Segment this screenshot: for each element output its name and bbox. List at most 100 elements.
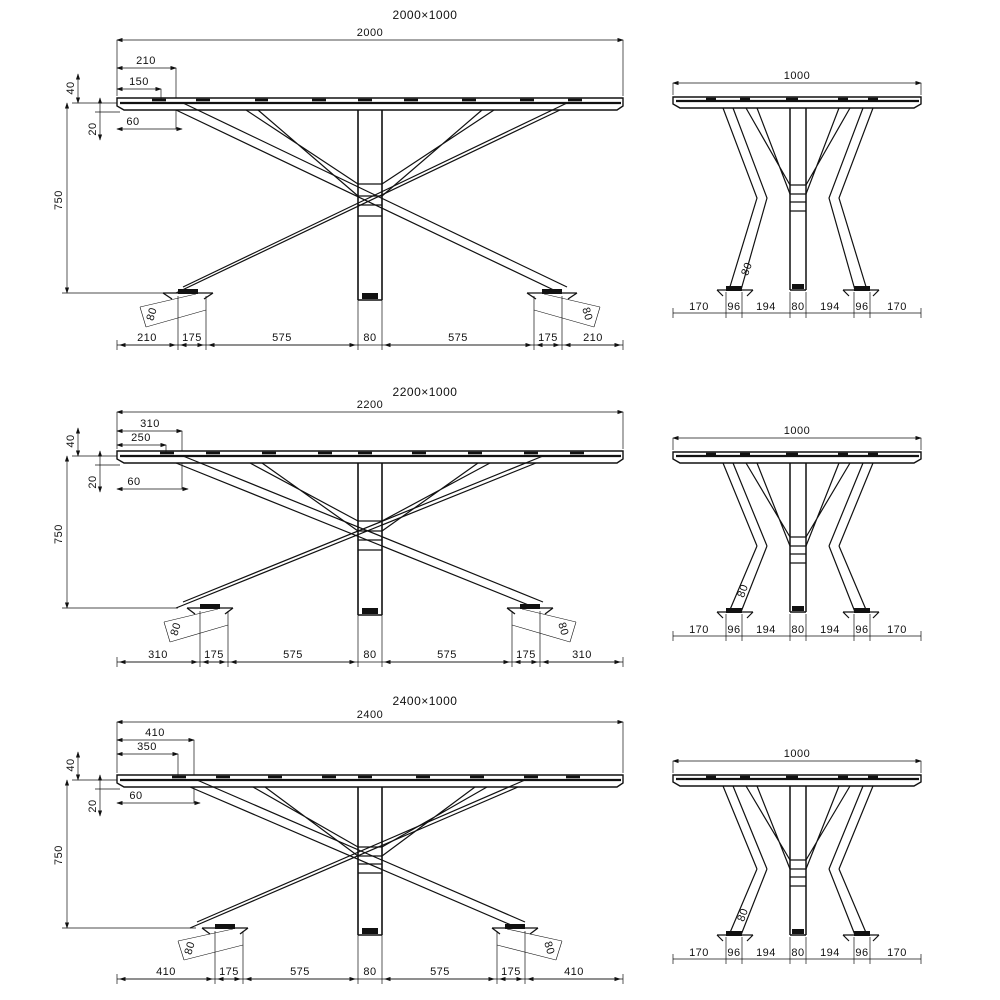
dim-chain-val: 80 <box>791 301 804 313</box>
leg-section-callout-right <box>496 928 563 961</box>
dim-overall-length-2400 <box>116 719 624 773</box>
dim-chain-val: 80 <box>363 966 376 978</box>
dim-chain-val: 96 <box>855 301 868 313</box>
dim-label-overall-width: 1000 <box>784 425 810 437</box>
dim-label-overall-length: 2200 <box>357 399 383 411</box>
dim-chain-bottom-2000 <box>116 296 624 350</box>
dim-chain-val: 410 <box>156 966 176 978</box>
dim-chain-val: 175 <box>219 966 239 978</box>
dim-height-750 <box>62 779 196 929</box>
block-title: 2400×1000 <box>393 694 458 708</box>
dim-chain-val: 170 <box>887 947 907 959</box>
front-elevation-2200 <box>116 450 624 616</box>
dim-label-side-leg-80: 80 <box>739 261 755 278</box>
dim-chain-val: 80 <box>791 947 804 959</box>
dim-label-750: 750 <box>53 845 65 865</box>
dim-chain-val: 310 <box>572 649 592 661</box>
dim-chain-val: 575 <box>437 649 457 661</box>
dim-label-750: 750 <box>53 524 65 544</box>
dim-label-60: 60 <box>126 116 139 128</box>
dim-overall-width-2000 <box>672 80 922 95</box>
dim-20 <box>95 774 120 817</box>
dim-40 <box>72 751 117 781</box>
leg-section-callout-left <box>139 293 207 328</box>
dim-label-350: 350 <box>137 741 157 753</box>
dim-chain-val: 175 <box>204 649 224 661</box>
dim-410-top <box>116 737 195 775</box>
dim-150-top <box>116 86 162 100</box>
dim-chain-val: 575 <box>430 966 450 978</box>
dim-label-410: 410 <box>145 727 165 739</box>
dim-20 <box>95 97 120 141</box>
dim-chain-val: 80 <box>363 332 376 344</box>
dim-label-leg-80-right: 80 <box>555 621 570 637</box>
dim-overall-width-2200 <box>672 435 922 450</box>
dim-chain-val: 194 <box>756 301 776 313</box>
dim-chain-val: 194 <box>756 624 776 636</box>
dim-chain-val: 175 <box>538 332 558 344</box>
dim-chain-val: 194 <box>820 624 840 636</box>
dim-label-overall-width: 1000 <box>784 70 810 82</box>
dim-20 <box>95 450 120 493</box>
dim-40 <box>72 427 117 457</box>
dim-chain-val: 170 <box>689 301 709 313</box>
dim-label-40: 40 <box>65 81 77 94</box>
dim-label-20: 20 <box>87 799 99 812</box>
dim-chain-val: 170 <box>887 624 907 636</box>
dim-label-750: 750 <box>53 190 65 210</box>
dim-overall-width-2400 <box>672 758 922 773</box>
dim-label-150: 150 <box>129 76 149 88</box>
dim-label-310: 310 <box>140 418 160 430</box>
dim-chain-val: 96 <box>855 947 868 959</box>
dim-label-side-leg-80: 80 <box>735 907 751 924</box>
dim-chain-val: 96 <box>727 624 740 636</box>
dim-chain-bottom-2400 <box>116 931 624 984</box>
dim-chain-val: 210 <box>583 332 603 344</box>
dim-label-leg-80-left: 80 <box>182 940 197 956</box>
dim-60 <box>116 463 189 492</box>
dim-label-40: 40 <box>65 758 77 771</box>
dim-60 <box>116 110 183 132</box>
side-elevation-2000 <box>672 96 922 297</box>
dim-chain-bottom-2200 <box>116 611 624 667</box>
dim-height-750 <box>62 455 178 609</box>
dim-label-overall-width: 1000 <box>784 748 810 760</box>
dim-chain-val: 96 <box>727 947 740 959</box>
dim-chain-val: 575 <box>290 966 310 978</box>
dim-chain-val: 575 <box>272 332 292 344</box>
side-elevation-2200 <box>672 451 922 619</box>
dim-60 <box>116 787 201 806</box>
dim-310-top <box>116 428 183 451</box>
dim-chain-val: 575 <box>448 332 468 344</box>
dim-chain-side-2200 <box>672 614 922 641</box>
leg-section-callout-left <box>177 928 244 961</box>
dim-40 <box>72 73 117 104</box>
dim-label-20: 20 <box>87 122 99 135</box>
dim-chain-val: 96 <box>727 301 740 313</box>
block-title: 2200×1000 <box>393 385 458 399</box>
leg-section-callout-right <box>533 293 601 328</box>
dim-chain-val: 310 <box>148 649 168 661</box>
dim-height-750 <box>62 102 170 294</box>
leg-section-callout-right <box>511 608 577 643</box>
dim-label-60: 60 <box>129 790 142 802</box>
drawing-block-2200: 2200×1000 <box>53 385 922 667</box>
dim-210-top <box>116 65 177 98</box>
dim-chain-val: 170 <box>689 624 709 636</box>
dim-chain-side-2400 <box>672 937 922 964</box>
block-title: 2000×1000 <box>393 8 458 22</box>
dim-chain-val: 170 <box>887 301 907 313</box>
dim-label-40: 40 <box>65 434 77 447</box>
dim-label-overall-length: 2000 <box>357 27 383 39</box>
dim-label-leg-80-left: 80 <box>144 306 159 322</box>
dim-label-210: 210 <box>136 55 156 67</box>
dim-chain-val: 210 <box>137 332 157 344</box>
dim-chain-val: 96 <box>855 624 868 636</box>
dim-chain-val: 194 <box>820 301 840 313</box>
leg-section-callout-left <box>163 608 229 643</box>
dim-chain-val: 175 <box>516 649 536 661</box>
front-elevation-2400 <box>116 774 624 936</box>
